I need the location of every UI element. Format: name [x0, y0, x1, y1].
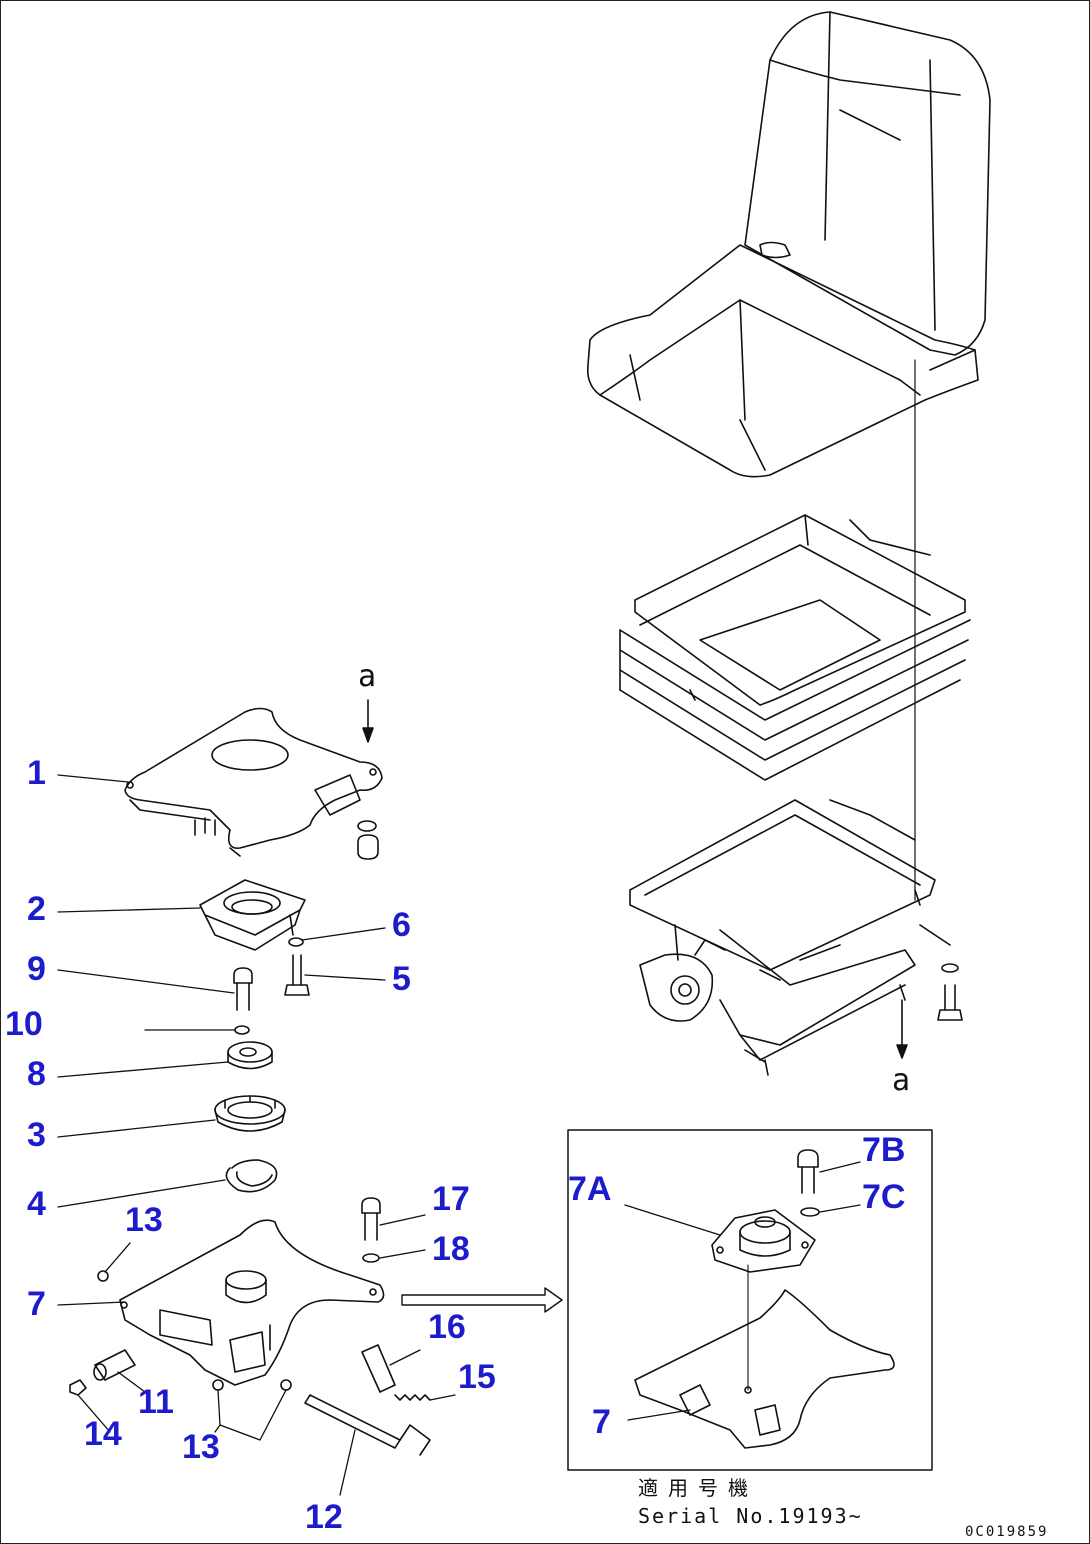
callout-6: 6 [392, 906, 411, 944]
part-13-pin-c [280, 1379, 292, 1391]
part-10-washer [234, 1025, 250, 1035]
callout-18: 18 [432, 1230, 470, 1268]
part-18-washer [362, 1253, 380, 1263]
part-7-lower-bracket [119, 1219, 385, 1386]
part-13-pin-b [212, 1379, 224, 1391]
callout-9: 9 [27, 950, 46, 988]
part-9-bolt [233, 967, 253, 1011]
part-7b-bolt [797, 1149, 819, 1194]
callout-2: 2 [27, 890, 46, 928]
part-17-bolt [361, 1197, 381, 1241]
callout-4: 4 [27, 1185, 46, 1223]
part-8-cap [227, 1041, 273, 1070]
inset-arrow [401, 1287, 563, 1313]
part-7a-housing [711, 1209, 816, 1273]
part-6-nut [288, 937, 304, 947]
callout-13-upper: 13 [125, 1201, 163, 1239]
callout-15: 15 [458, 1358, 496, 1396]
callout-16: 16 [428, 1308, 466, 1346]
callout-10: 10 [5, 1005, 43, 1043]
serial-note-english: Serial No.19193~ [638, 1504, 863, 1528]
part-14-nut [69, 1379, 87, 1396]
part-3-flange [214, 1095, 286, 1132]
part-2-bearing-housing [199, 879, 306, 951]
callout-7a: 7A [568, 1170, 612, 1208]
washer-a [357, 820, 377, 832]
callout-12: 12 [305, 1498, 343, 1536]
part-1-upper-bracket [124, 707, 383, 857]
callout-17: 17 [432, 1180, 470, 1218]
callout-5: 5 [392, 960, 411, 998]
part-13-pin-a [97, 1270, 109, 1282]
callout-11: 11 [138, 1383, 174, 1421]
callout-8: 8 [27, 1055, 46, 1093]
callout-7-inset: 7 [592, 1403, 611, 1441]
callout-1: 1 [27, 754, 46, 792]
part-5-bolt [284, 954, 310, 996]
seat-assembly [586, 11, 991, 478]
drawing-number: 0C019859 [965, 1524, 1049, 1540]
callout-7: 7 [27, 1285, 46, 1323]
part-16-grip [361, 1344, 396, 1393]
part-11-pin [93, 1349, 136, 1381]
callout-7c: 7C [862, 1178, 906, 1216]
inset-leader-lines [624, 1161, 861, 1421]
part-4-snap-ring [225, 1159, 278, 1193]
part-7c-washer [800, 1207, 820, 1217]
inset-frame [567, 1129, 933, 1471]
suspension-bellows [619, 514, 971, 781]
inset-part-7-bracket [634, 1264, 895, 1449]
callout-7b: 7B [862, 1131, 906, 1169]
nut-a [357, 834, 379, 860]
side-bolt [919, 924, 963, 1021]
callout-14: 14 [84, 1415, 122, 1453]
reference-mark-bottom: a [892, 1063, 911, 1098]
part-12-lever [304, 1394, 431, 1456]
reference-mark-top: a [358, 659, 377, 694]
serial-note-japanese: 適用号機 [638, 1476, 758, 1500]
callout-3: 3 [27, 1116, 46, 1154]
leader-lines [57, 774, 456, 1496]
suspension-mechanism [629, 799, 936, 1076]
part-15-spring [394, 1394, 431, 1401]
callout-13-lower: 13 [182, 1428, 220, 1466]
